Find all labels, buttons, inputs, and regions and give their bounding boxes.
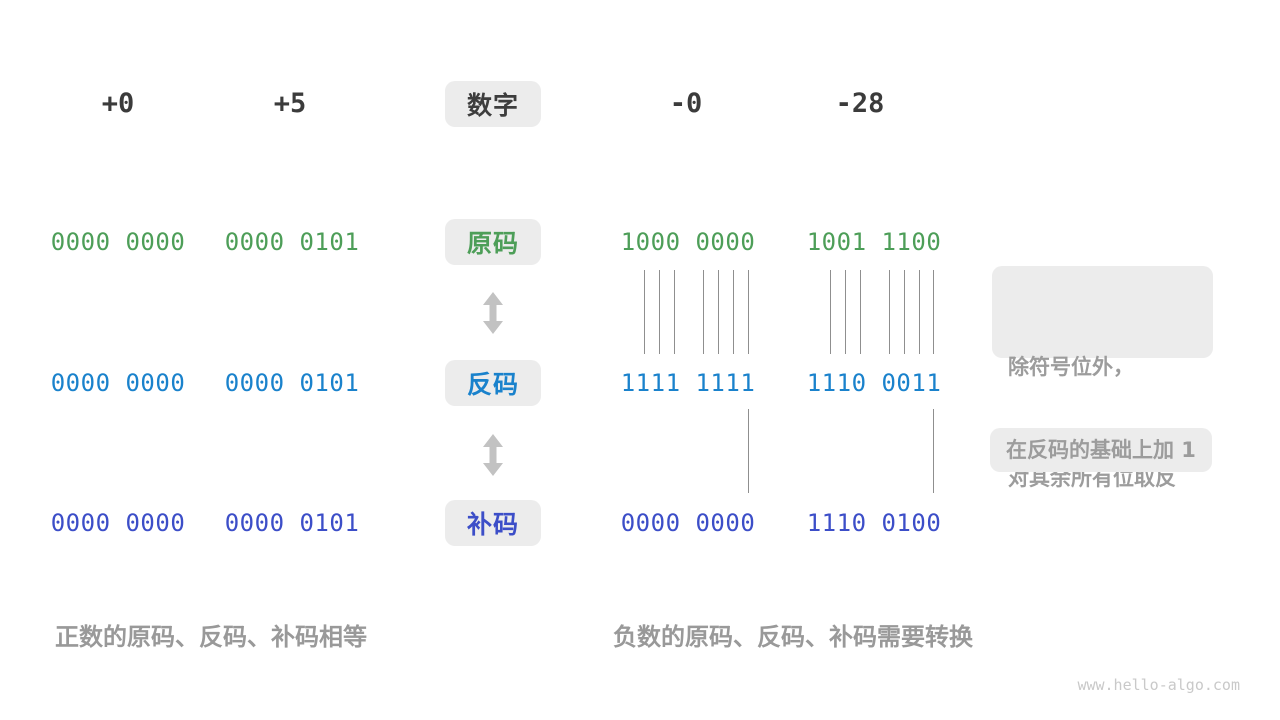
flip-bits-note-line1: 除符号位外， <box>1008 355 1134 379</box>
bit-flip-line <box>845 270 846 354</box>
bit-flip-line <box>933 270 934 354</box>
sign-magnitude-label-box: 原码 <box>445 219 541 265</box>
twos-complement-minus0: 0000 0000 <box>620 509 756 537</box>
twos-complement-minus28: 1110 0100 <box>806 509 942 537</box>
bit-flip-line <box>718 270 719 354</box>
ones-complement-label-box: 反码 <box>445 360 541 406</box>
bit-flip-line <box>860 270 861 354</box>
sign-magnitude-plus5: 0000 0101 <box>224 228 360 256</box>
ones-complement-plus5: 0000 0101 <box>224 369 360 397</box>
add-one-line <box>748 409 749 493</box>
updown-arrow-icon <box>481 292 505 334</box>
twos-complement-plus0: 0000 0000 <box>50 509 186 537</box>
bit-flip-line <box>674 270 675 354</box>
bit-flip-line <box>733 270 734 354</box>
updown-arrow-icon <box>481 434 505 476</box>
add-one-note: 在反码的基础上加 1 <box>990 428 1212 472</box>
add-one-line <box>933 409 934 493</box>
sign-magnitude-plus0: 0000 0000 <box>50 228 186 256</box>
sign-magnitude-minus28: 1001 1100 <box>806 228 942 256</box>
ones-complement-minus28: 1110 0011 <box>806 369 942 397</box>
bit-flip-line <box>748 270 749 354</box>
ones-complement-minus0: 1111 1111 <box>620 369 756 397</box>
bit-flip-line <box>904 270 905 354</box>
bit-flip-line <box>659 270 660 354</box>
flip-bits-note: 除符号位外， 对其余所有位取反 <box>992 266 1213 490</box>
bit-flip-line <box>644 270 645 354</box>
bit-flip-line <box>830 270 831 354</box>
twos-complement-label-box: 补码 <box>445 500 541 546</box>
positive-caption: 正数的原码、反码、补码相等 <box>55 623 367 651</box>
negative-caption: 负数的原码、反码、补码需要转换 <box>613 623 973 651</box>
header-number-minus28: -28 <box>835 88 885 119</box>
header-number-plus5: +5 <box>273 88 307 119</box>
bit-flip-line <box>703 270 704 354</box>
header-label-box: 数字 <box>445 81 541 127</box>
header-number-minus0: -0 <box>669 88 703 119</box>
bit-flip-line <box>889 270 890 354</box>
watermark: www.hello-algo.com <box>1077 676 1240 694</box>
header-number-plus0: +0 <box>101 88 135 119</box>
twos-complement-plus5: 0000 0101 <box>224 509 360 537</box>
sign-magnitude-minus0: 1000 0000 <box>620 228 756 256</box>
bit-flip-line <box>919 270 920 354</box>
ones-complement-plus0: 0000 0000 <box>50 369 186 397</box>
